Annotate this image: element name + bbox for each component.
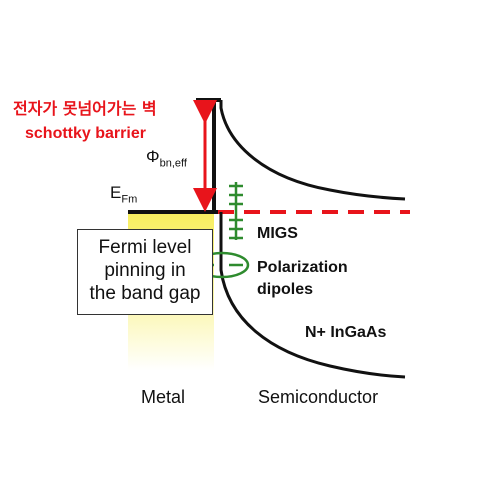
- english-title: schottky barrier: [25, 125, 146, 142]
- metal-label: Metal: [141, 387, 186, 407]
- fermi-level-label: EFm: [110, 183, 137, 205]
- fermi-symbol: E: [110, 183, 122, 202]
- fermi-subscript: Fm: [121, 193, 138, 206]
- fermi-pinning-box: Fermi level pinning in the band gap: [77, 229, 213, 315]
- material-label: N+ InGaAs: [305, 324, 387, 341]
- dipoles-label: Polarization dipoles: [257, 257, 348, 301]
- korean-title: 전자가 못넘어가는 벽: [13, 99, 157, 118]
- migs-states: [229, 182, 243, 240]
- valence-band: [219, 212, 406, 379]
- migs-label: MIGS: [257, 225, 298, 242]
- box-line-3: the band gap: [89, 283, 201, 304]
- phi-subscript: bn,eff: [159, 157, 187, 170]
- phi-symbol: Φ: [146, 147, 160, 166]
- dipoles-line-1: Polarization: [257, 259, 348, 276]
- box-line-2: pinning in: [104, 260, 186, 281]
- semiconductor-label: Semiconductor: [258, 387, 379, 407]
- dipoles-line-2: dipoles: [257, 281, 314, 298]
- box-line-1: Fermi level: [98, 237, 192, 258]
- conduction-band: [219, 100, 406, 201]
- barrier-height-label: Φbn,eff: [146, 147, 187, 169]
